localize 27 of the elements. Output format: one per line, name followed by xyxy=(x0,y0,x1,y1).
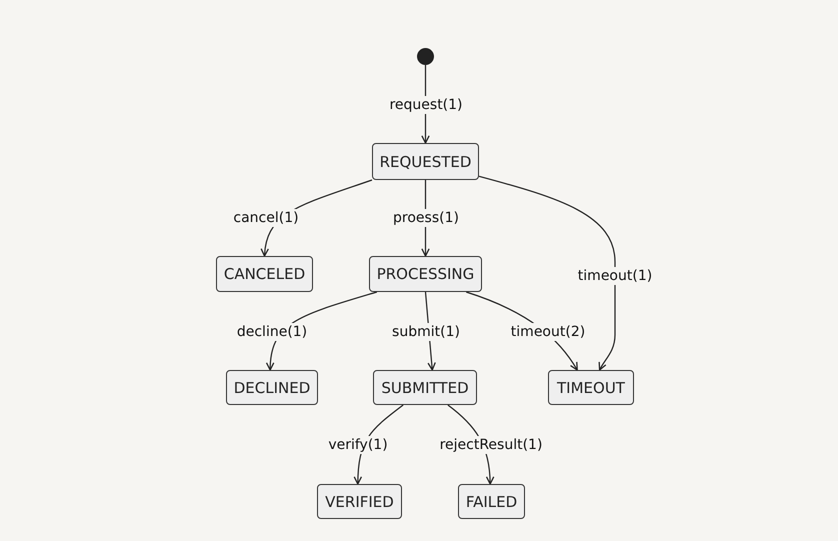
edge-label: submit(1) xyxy=(391,323,461,341)
arrow xyxy=(478,176,616,371)
state-name: FAILED xyxy=(466,492,518,510)
state-box xyxy=(317,484,402,519)
edge-label: timeout(1) xyxy=(576,267,654,285)
edge-label: request(1) xyxy=(388,96,464,114)
edge-label: proess(1) xyxy=(392,209,460,227)
state-name: VERIFIED xyxy=(325,492,394,510)
start-dot xyxy=(417,48,434,65)
state-box xyxy=(372,143,479,180)
edge-label: timeout(2) xyxy=(510,323,586,341)
state-name: SUBMITTED xyxy=(381,378,469,396)
state-box xyxy=(216,256,313,292)
edge-label: rejectResult(1) xyxy=(438,436,544,454)
state-name: DECLINED xyxy=(234,378,310,396)
state-box xyxy=(226,370,318,405)
state-box xyxy=(373,370,477,405)
edge-label: cancel(1) xyxy=(232,209,300,227)
state-name: TIMEOUT xyxy=(557,378,625,396)
edge-label: verify(1) xyxy=(327,436,389,454)
state-name: REQUESTED xyxy=(380,152,472,170)
state-box xyxy=(548,370,634,405)
state-name: CANCELED xyxy=(224,265,306,283)
state-box xyxy=(369,256,482,292)
state-box xyxy=(458,484,525,519)
state-name: PROCESSING xyxy=(376,265,474,283)
edge-label: decline(1) xyxy=(236,323,308,341)
